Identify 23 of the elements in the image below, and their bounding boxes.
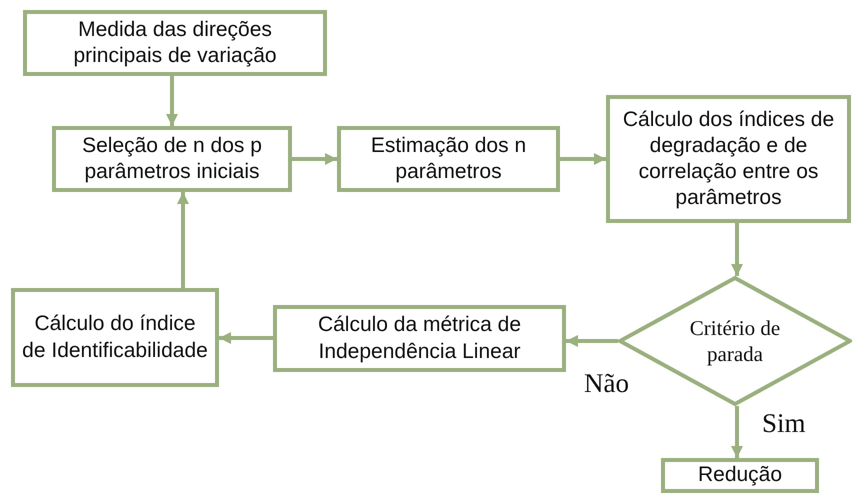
process-box <box>23 10 327 76</box>
process-box <box>11 288 219 387</box>
process-text: Medida das direções principais de variação <box>72 16 278 69</box>
arrow <box>177 192 189 288</box>
arrow <box>560 153 606 165</box>
process-box <box>52 126 292 192</box>
process-text: Seleção de n dos p parâmetros iniciais <box>81 132 263 185</box>
arrow <box>566 335 618 347</box>
arrow <box>219 332 273 344</box>
process-text: Estimação dos n parâmetros <box>370 132 528 185</box>
process-text: Cálculo dos índices de degradação e de correlação entre os parâmetros <box>622 106 836 212</box>
process-box <box>661 458 819 493</box>
arrow <box>731 406 743 458</box>
process-box <box>273 305 566 372</box>
arrow <box>292 153 337 165</box>
decision-text: Critério de parada <box>688 314 782 368</box>
process-text: Cálculo da métrica de Independência Linear <box>316 312 522 364</box>
arrow <box>166 76 178 126</box>
process-box <box>337 126 560 192</box>
process-text: Redução <box>696 462 784 488</box>
arrow <box>731 223 743 276</box>
process-text: Cálculo do índice de Identificabilidade <box>21 311 209 364</box>
process-box <box>606 95 851 223</box>
